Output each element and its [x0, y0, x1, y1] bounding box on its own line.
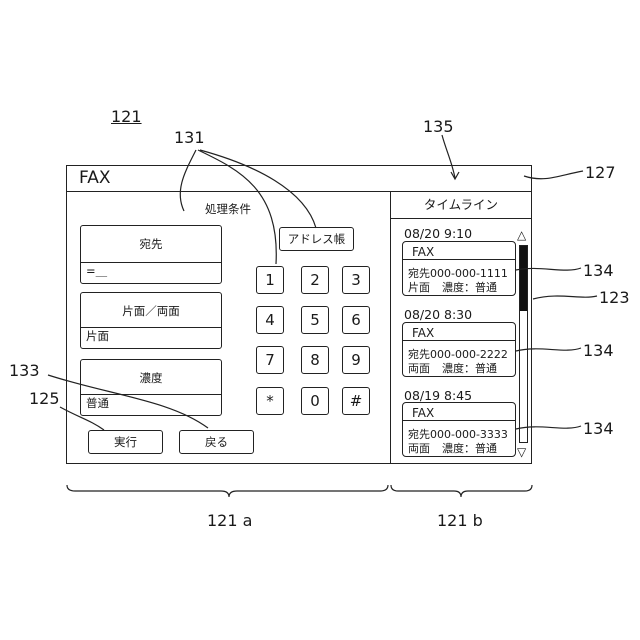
leader-131-to-address-book: [200, 150, 316, 228]
leader-135: [442, 135, 455, 178]
leader-133: [48, 375, 208, 428]
leader-134-second: [516, 348, 581, 351]
brace-121b: [391, 485, 532, 497]
leader-134-third: [516, 426, 581, 429]
leader-123: [533, 296, 597, 299]
leader-125: [60, 407, 104, 430]
leader-131-to-keypad: [198, 150, 276, 264]
leader-131-to-label: [180, 150, 196, 211]
brace-121a: [67, 485, 388, 497]
leader-134-first: [516, 268, 581, 270]
leader-127: [524, 171, 583, 179]
